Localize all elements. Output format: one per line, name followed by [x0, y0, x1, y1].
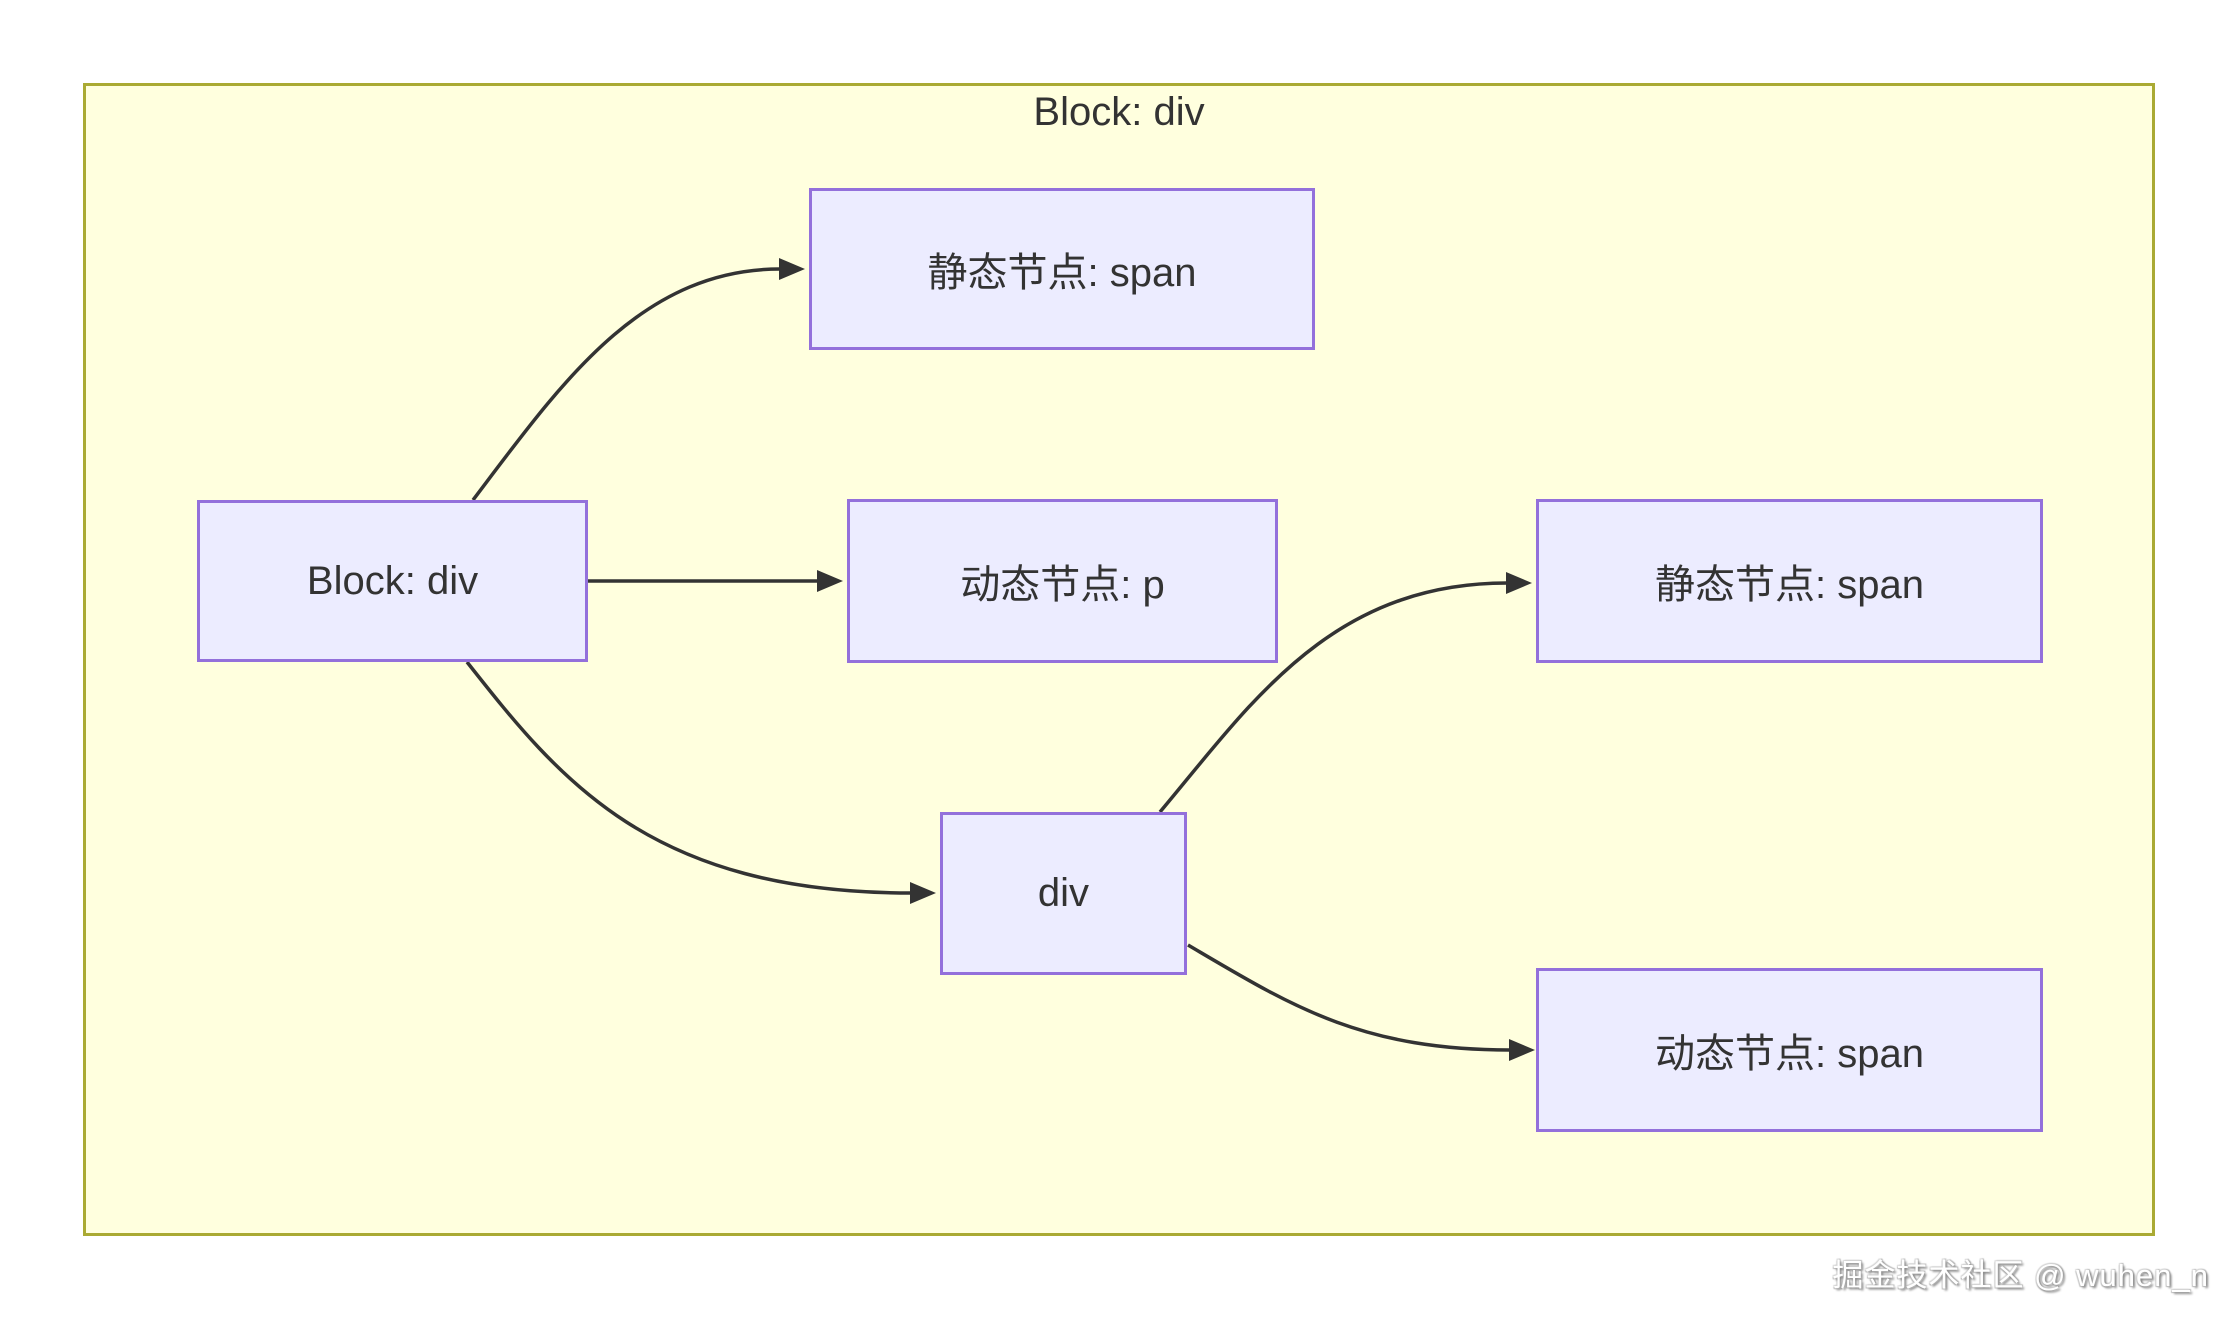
- node-static-span-right: 静态节点: span: [1536, 499, 2043, 663]
- node-root-block-div: Block: div: [197, 500, 588, 662]
- node-label: 动态节点: p: [960, 563, 1165, 607]
- node-label: 动态节点: span: [1655, 1032, 1924, 1076]
- node-label: Block: div: [306, 558, 479, 603]
- node-label: 静态节点: span: [1655, 563, 1924, 607]
- node-dynamic-span: 动态节点: span: [1536, 968, 2043, 1132]
- node-label: 静态节点: span: [927, 251, 1197, 295]
- node-dynamic-p: 动态节点: p: [847, 499, 1278, 663]
- node-child-div: div: [940, 812, 1187, 975]
- node-label: div: [1037, 871, 1090, 915]
- watermark: 掘金技术社区 @ wuhen_n: [1832, 1258, 2209, 1293]
- cluster-title: Block: div: [1033, 90, 1205, 134]
- node-static-span-top: 静态节点: span: [809, 188, 1315, 350]
